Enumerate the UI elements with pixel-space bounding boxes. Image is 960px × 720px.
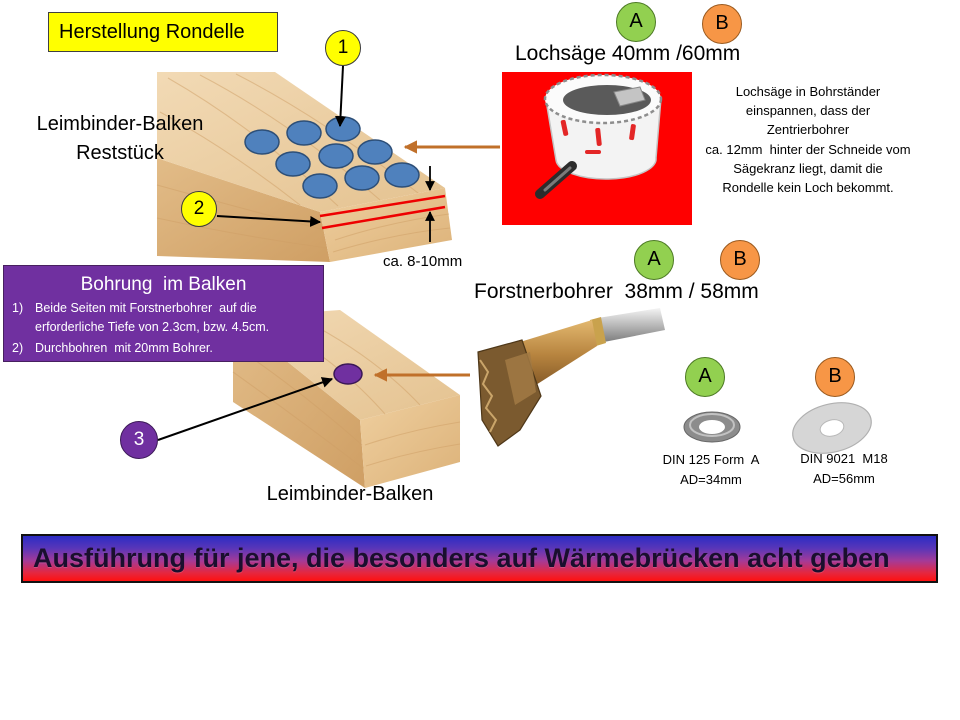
rondelle-marker [286, 120, 322, 146]
drilling-steps-list: 1) Beide Seiten mit Forstnerbohrer auf d… [12, 299, 312, 358]
hole-saw-arbor [613, 86, 646, 107]
offcut-side-face [157, 158, 330, 262]
washer-option-b-badge: B [815, 357, 855, 397]
forstner-bit-body [520, 320, 597, 390]
hole-saw-note-line: Rondelle kein Loch bekommt. [722, 180, 894, 196]
washer-a-standard: DIN 125 Form A [662, 452, 760, 467]
hole-saw-illustration [502, 72, 692, 225]
washer-a-hole [699, 420, 725, 434]
forstner-option-a-badge: A [634, 240, 674, 280]
drilling-step-number: 2) [12, 341, 24, 355]
rondelle-marker [384, 162, 420, 188]
step-marker-3: 3 [120, 421, 158, 459]
slide-title: Herstellung Rondelle [48, 12, 278, 52]
hole-saw-slots [560, 119, 636, 154]
drilling-step: 2) Durchbohren mit 20mm Bohrer. [12, 339, 312, 358]
washer-a-label: DIN 125 Form A AD=34mm [646, 450, 776, 490]
forstner-bit-shank [598, 308, 665, 342]
pointer-arrow-step-3 [157, 377, 334, 441]
forstner-bit-spur [505, 352, 536, 405]
forstner-bit-teeth [479, 359, 498, 433]
cut-line-lower [321, 205, 446, 230]
forstner-option-b-badge: B [720, 240, 760, 280]
washer-option-a-badge: A [685, 357, 725, 397]
cut-line-upper [319, 194, 446, 218]
rondelle-marker [357, 139, 393, 165]
drilling-step-text: Durchbohren mit 20mm Bohrer. [35, 341, 213, 355]
washer-b-outer-diameter: AD=56mm [813, 471, 875, 486]
beam-hole-marker [333, 363, 363, 385]
offcut-end-face [320, 188, 452, 262]
hole-saw-note-line: ca. 12mm hinter der Schneide vom [705, 141, 911, 157]
thermal-bridge-banner: Ausführung für jene, die besonders auf W… [21, 534, 938, 583]
drilling-instructions-box: Bohrung im Balken 1) Beide Seiten mit Fo… [3, 265, 324, 362]
offcut-label: Leimbinder-Balken Reststück [20, 110, 220, 168]
hole-saw-option-a-badge: A [616, 2, 656, 42]
drilling-step-number: 1) [12, 301, 24, 315]
rondelle-marker [275, 151, 311, 177]
washer-a-highlight [689, 413, 735, 437]
washer-b-label: DIN 9021 M18 AD=56mm [779, 449, 909, 489]
hole-saw-note-line: Zentrierbohrer [766, 122, 850, 138]
drilling-instructions-title: Bohrung im Balken [80, 274, 247, 295]
rondelle-marker [318, 143, 354, 169]
forstner-bit-illustration [477, 308, 665, 447]
pointer-arrow-step-2 [216, 215, 322, 227]
hole-saw-heading: Lochsäge 40mm /60mm [515, 42, 741, 65]
rondelle-marker [244, 129, 280, 155]
beam-label: Leimbinder-Balken [266, 483, 434, 505]
rondelle-marker [325, 116, 361, 142]
hole-saw-note-line: einspannen, dass der [745, 103, 871, 119]
washer-a-outer-diameter: AD=34mm [680, 472, 742, 487]
offcut-label-line-2: Reststück [76, 142, 164, 164]
step-marker-2: 2 [181, 191, 217, 227]
cut-depth-label: ca. 8-10mm [383, 253, 463, 270]
rondelle-marker [344, 165, 380, 191]
pointer-arrow-step-1 [335, 65, 346, 128]
drilling-step-text: Beide Seiten mit Forstnerbohrer auf die … [35, 301, 270, 334]
hole-saw-option-b-badge: B [702, 4, 742, 44]
banner-text: Ausführung für jene, die besonders auf W… [33, 543, 890, 573]
hole-saw-note-line: Lochsäge in Bohrständer [735, 84, 881, 99]
forstner-bit-collar [590, 317, 606, 346]
hole-saw-shaft-highlight [543, 166, 572, 192]
washer-b-illustration [792, 402, 872, 454]
rondelle-marker [302, 173, 338, 199]
forstner-bit-heading: Forstnerbohrer 38mm / 58mm [474, 280, 759, 303]
washer-b-standard: DIN 9021 M18 [800, 451, 888, 466]
hole-saw-note: Lochsäge in Bohrständer einspannen, dass… [694, 82, 922, 197]
offcut-label-line-1: Leimbinder-Balken [36, 113, 204, 135]
step-marker-1: 1 [325, 30, 361, 66]
washer-a-illustration [683, 411, 741, 443]
drilling-step: 1) Beide Seiten mit Forstnerbohrer auf d… [12, 299, 312, 337]
washer-b-hole [819, 419, 845, 437]
hole-saw-note-line: Sägekranz liegt, damit die [733, 160, 883, 176]
beam-end-face [360, 395, 460, 488]
